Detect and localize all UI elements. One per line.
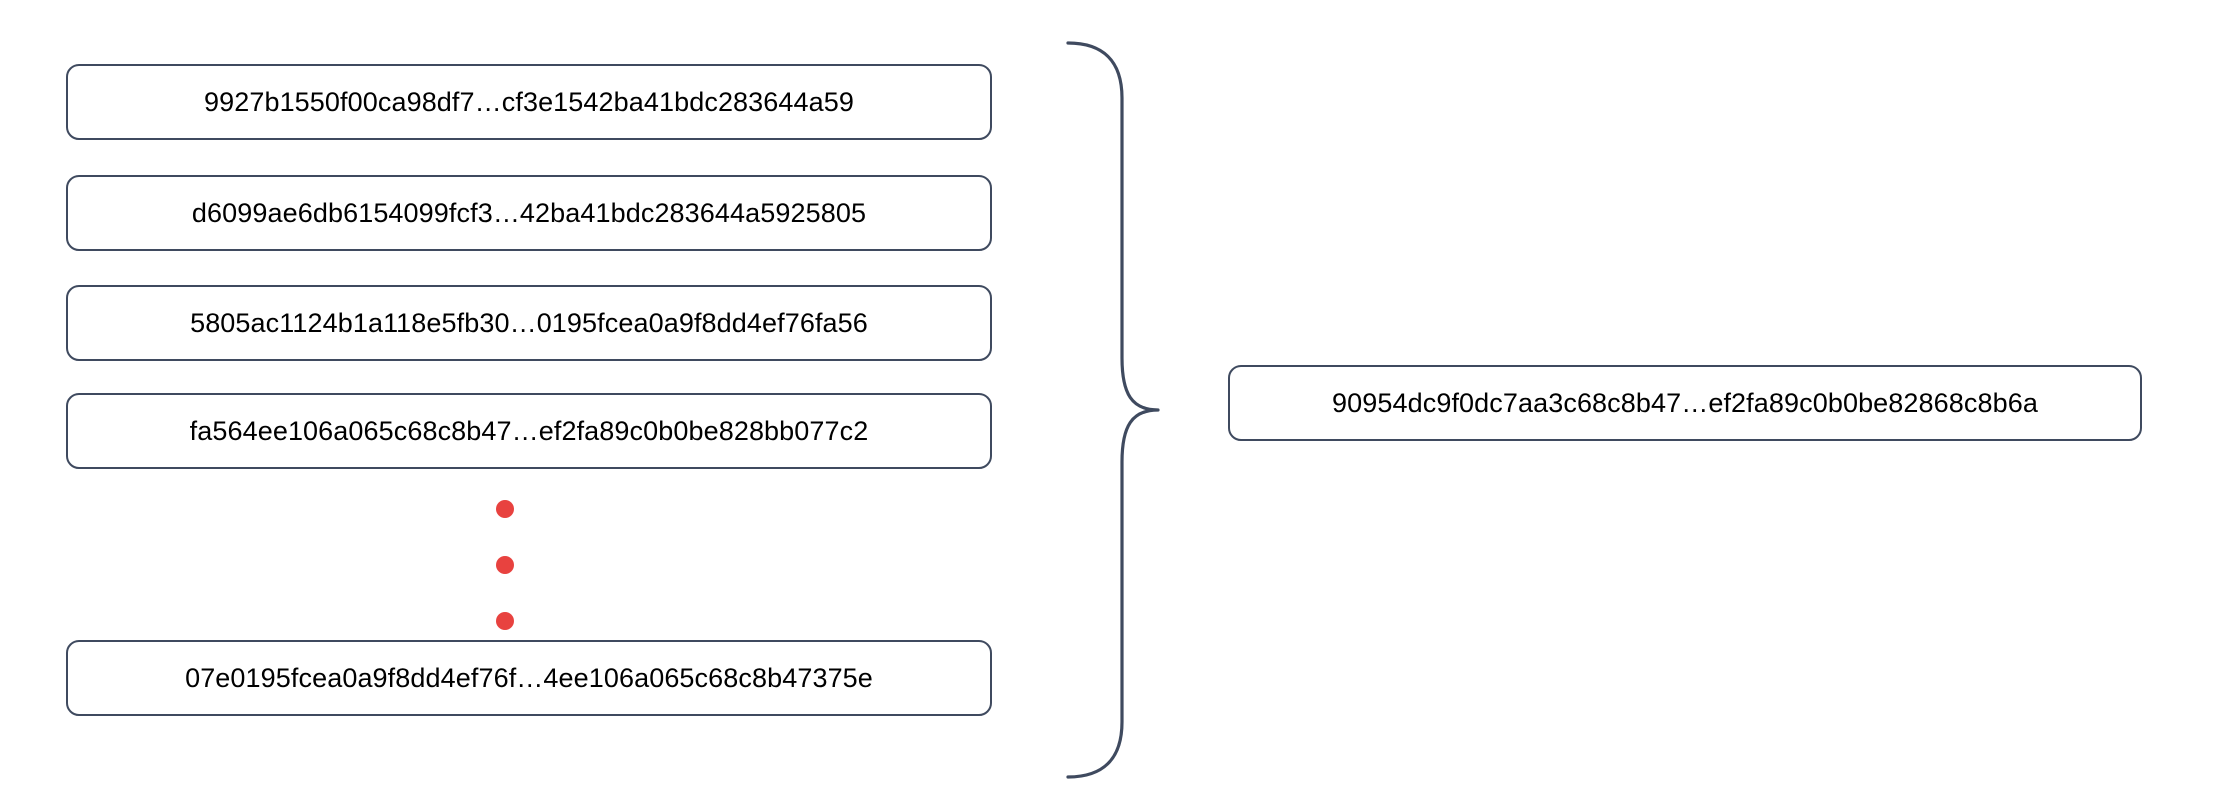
input-hash-text: 07e0195fcea0a9f8dd4ef76f…4ee106a065c68c8…: [185, 662, 873, 693]
ellipsis-dot-icon: [496, 612, 514, 630]
input-hash-text: 5805ac1124b1a118e5fb30…0195fcea0a9f8dd4e…: [190, 307, 868, 338]
input-hash-box[interactable]: 07e0195fcea0a9f8dd4ef76f…4ee106a065c68c8…: [66, 640, 992, 716]
output-hash-box[interactable]: 90954dc9f0dc7aa3c68c8b47…ef2fa89c0b0be82…: [1228, 365, 2142, 441]
input-hash-text: 9927b1550f00ca98df7…cf3e1542ba41bdc28364…: [203, 86, 854, 117]
ellipsis-dot-icon: [496, 556, 514, 574]
input-hash-text: d6099ae6db6154099fcf3…42ba41bdc283644a59…: [191, 197, 867, 228]
curly-brace-icon: [1066, 41, 1160, 779]
input-hash-text: fa564ee106a065c68c8b47…ef2fa89c0b0be828b…: [189, 415, 869, 446]
input-hash-box[interactable]: d6099ae6db6154099fcf3…42ba41bdc283644a59…: [66, 175, 992, 251]
ellipsis-dot-icon: [496, 500, 514, 518]
input-hash-box[interactable]: 9927b1550f00ca98df7…cf3e1542ba41bdc28364…: [66, 64, 992, 140]
input-hash-box[interactable]: fa564ee106a065c68c8b47…ef2fa89c0b0be828b…: [66, 393, 992, 469]
output-hash-text: 90954dc9f0dc7aa3c68c8b47…ef2fa89c0b0be82…: [1332, 387, 2038, 418]
input-hash-box[interactable]: 5805ac1124b1a118e5fb30…0195fcea0a9f8dd4e…: [66, 285, 992, 361]
vertical-ellipsis-icon: [495, 500, 515, 630]
